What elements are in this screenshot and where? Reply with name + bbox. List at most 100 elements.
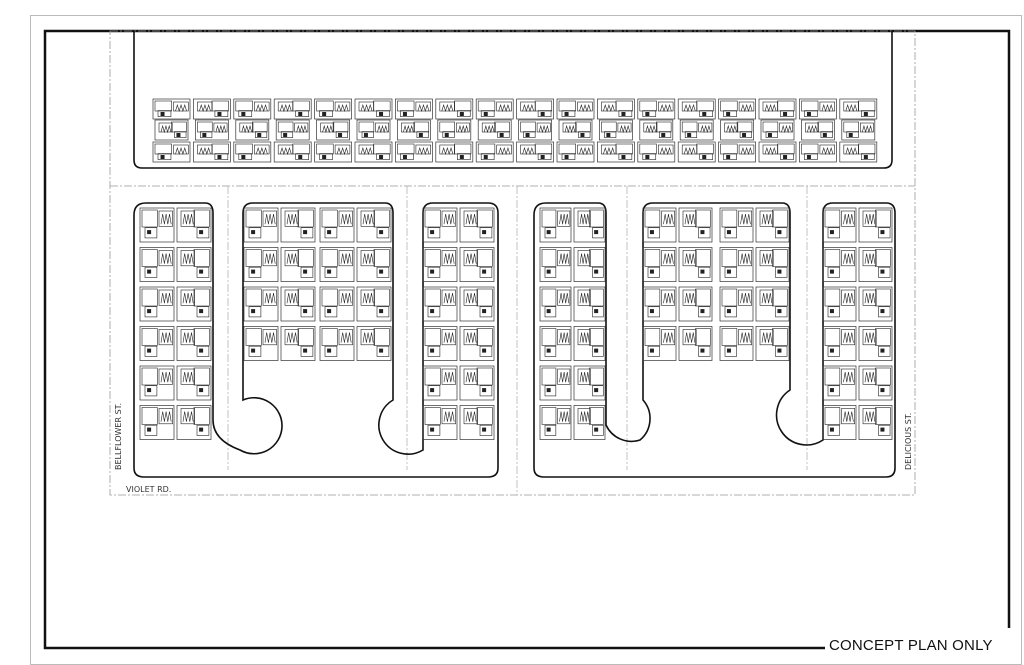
- dwelling-unit: [139, 247, 175, 282]
- dwelling-unit: [176, 365, 212, 401]
- dwelling-unit: [195, 119, 229, 141]
- street-label-bellflower: BELLFLOWER ST.: [114, 403, 123, 470]
- dwelling-unit: [422, 286, 458, 322]
- dwelling-unit: [475, 141, 514, 163]
- dwelling-unit: [841, 119, 876, 141]
- dwelling-unit: [760, 119, 795, 141]
- dwelling-unit: [176, 247, 212, 282]
- dwelling-unit: [755, 286, 790, 322]
- dwelling-unit: [642, 247, 677, 282]
- dwelling-unit: [354, 141, 393, 163]
- dwelling-unit: [356, 286, 392, 322]
- dwelling-unit: [243, 326, 279, 361]
- dwelling-unit: [758, 98, 797, 120]
- dwelling-unit: [316, 119, 350, 141]
- dwelling-unit: [314, 98, 352, 120]
- dwelling-unit: [516, 98, 554, 120]
- dwelling-unit: [556, 141, 595, 163]
- dwelling-unit: [599, 119, 633, 141]
- dwelling-unit: [280, 247, 316, 282]
- dwelling-unit: [319, 207, 355, 243]
- dwelling-unit: [758, 141, 797, 163]
- concept-plan-note: CONCEPT PLAN ONLY: [829, 637, 993, 654]
- dwelling-unit: [858, 326, 893, 361]
- dwelling-unit: [637, 141, 676, 163]
- dwelling-unit: [573, 365, 606, 401]
- dwelling-unit: [319, 326, 355, 361]
- dwelling-unit: [273, 98, 312, 120]
- dwelling-unit: [459, 207, 495, 243]
- dwelling-unit: [243, 247, 279, 282]
- dwelling-unit: [858, 365, 893, 401]
- dwelling-unit: [314, 141, 352, 163]
- dwelling-unit: [459, 405, 495, 440]
- dwelling-unit: [176, 326, 212, 361]
- dwelling-unit: [422, 247, 458, 282]
- dwelling-unit: [719, 286, 754, 322]
- dwelling-unit: [435, 98, 474, 120]
- dwelling-unit: [477, 119, 512, 141]
- dwelling-unit: [356, 207, 392, 243]
- dwelling-unit: [539, 365, 572, 401]
- dwelling-unit: [822, 405, 857, 440]
- dwelling-unit: [677, 98, 716, 120]
- dwelling-unit: [822, 286, 857, 322]
- dwelling-unit: [459, 286, 495, 322]
- dwelling-unit: [176, 286, 212, 322]
- dwelling-unit: [642, 326, 677, 361]
- street-label-violet: VIOLET RD.: [126, 485, 171, 494]
- dwelling-unit: [459, 365, 495, 401]
- dwelling-unit: [822, 326, 857, 361]
- dwelling-unit: [539, 286, 572, 322]
- dwelling-unit: [243, 207, 279, 243]
- dwelling-unit: [678, 207, 713, 243]
- dwelling-unit: [459, 247, 495, 282]
- title-frame: [43, 29, 1011, 650]
- dwelling-unit: [435, 141, 474, 163]
- dwelling-unit: [422, 326, 458, 361]
- dwelling-unit: [273, 141, 312, 163]
- dwelling-unit: [356, 326, 392, 361]
- dwelling-unit: [858, 247, 893, 282]
- dwelling-unit: [539, 405, 572, 440]
- dwelling-unit: [597, 98, 635, 120]
- dwelling-unit: [280, 326, 316, 361]
- dwelling-unit: [233, 141, 272, 163]
- dwelling-unit: [822, 207, 857, 243]
- dwelling-unit: [319, 286, 355, 322]
- dwelling-unit: [176, 405, 212, 440]
- street-label-delicious: DELICIOUS ST.: [904, 413, 913, 470]
- dwelling-unit: [139, 405, 175, 440]
- dwelling-unit: [176, 207, 212, 243]
- right-block-outline: [533, 202, 896, 478]
- dwelling-unit: [193, 141, 231, 163]
- dwelling-unit: [152, 141, 191, 163]
- dwelling-unit: [475, 98, 514, 120]
- dwelling-unit: [516, 141, 554, 163]
- dwelling-unit: [801, 119, 835, 141]
- dwelling-unit: [233, 98, 272, 120]
- dwelling-unit: [539, 326, 572, 361]
- dwelling-unit: [839, 141, 878, 163]
- dwelling-unit: [437, 119, 472, 141]
- dwelling-unit: [718, 98, 756, 120]
- dwelling-unit: [719, 326, 754, 361]
- dwelling-unit: [573, 247, 606, 282]
- dwelling-unit: [677, 141, 716, 163]
- dwelling-unit: [154, 119, 189, 141]
- dwelling-unit: [139, 286, 175, 322]
- dwelling-unit: [678, 247, 713, 282]
- dwelling-unit: [193, 98, 231, 120]
- dwelling-unit: [573, 326, 606, 361]
- dwelling-unit: [719, 247, 754, 282]
- dwelling-unit: [539, 207, 572, 243]
- dwelling-unit: [354, 98, 393, 120]
- dwelling-unit: [275, 119, 310, 141]
- dwelling-unit: [395, 141, 433, 163]
- dwelling-unit: [822, 365, 857, 401]
- dwelling-unit: [397, 119, 431, 141]
- dwelling-unit: [799, 98, 837, 120]
- dwelling-unit: [235, 119, 270, 141]
- dwelling-unit: [152, 98, 191, 120]
